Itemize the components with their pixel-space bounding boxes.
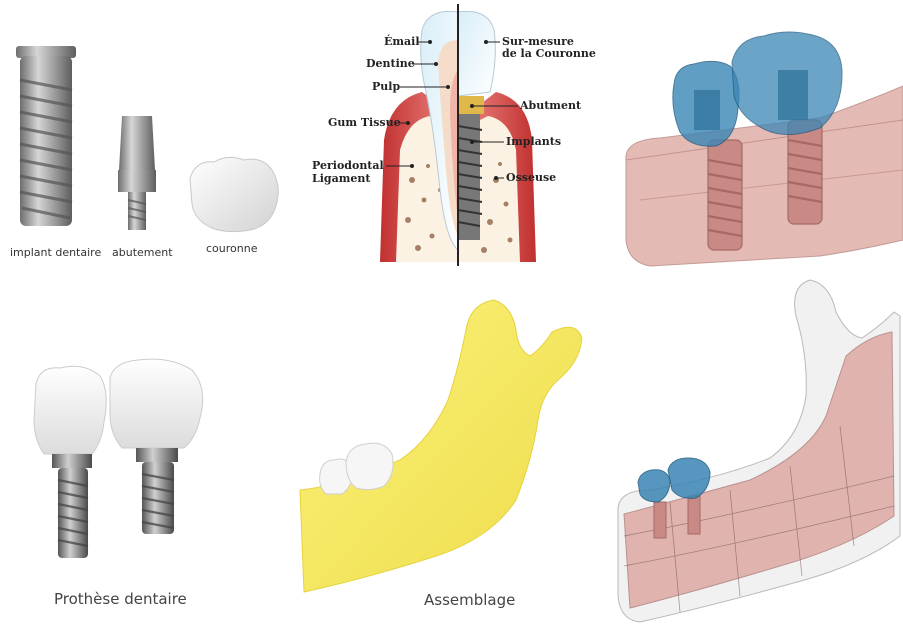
label-gum: Gum Tissue — [328, 117, 401, 129]
label-email: Émail — [384, 36, 420, 48]
caption-abutment: abutement — [112, 246, 173, 259]
label-periodontal-2: Ligament — [312, 173, 370, 185]
caption-prosthesis: Prothèse dentaire — [54, 590, 187, 608]
caption-crown: couronne — [206, 242, 257, 255]
implant-graphic — [16, 46, 76, 226]
abutment-graphic — [118, 116, 156, 230]
label-dentine: Dentine — [366, 58, 415, 70]
label-sur-mesure-2: de la Couronne — [502, 48, 596, 60]
translucent-model-top — [620, 0, 903, 270]
jaw-bone — [300, 300, 582, 592]
label-abutment: Abutment — [520, 100, 581, 112]
anatomy-diagram: Émail Dentine Pulp Gum Tissue Periodonta… — [300, 0, 610, 270]
label-implants: Implants — [506, 136, 561, 148]
caption-assembly: Assemblage — [424, 591, 515, 609]
assembly-panel: Assemblage — [280, 290, 590, 630]
label-osseuse: Osseuse — [506, 172, 556, 184]
prosthesis-graphic — [0, 330, 240, 630]
translucent-model-top-graphic — [620, 0, 903, 270]
translucent-model-bottom — [610, 276, 903, 636]
components-graphic — [0, 0, 300, 270]
assembly-graphic — [280, 290, 590, 630]
components-panel: implant dentaire abutement couronne — [0, 0, 300, 270]
crown-graphic — [190, 157, 278, 231]
prosthesis-panel: Prothèse dentaire — [0, 330, 240, 630]
translucent-model-bottom-graphic — [610, 276, 903, 636]
label-pulp: Pulp — [372, 81, 400, 93]
label-periodontal-1: Periodontal — [312, 160, 384, 172]
caption-implant: implant dentaire — [10, 246, 101, 259]
